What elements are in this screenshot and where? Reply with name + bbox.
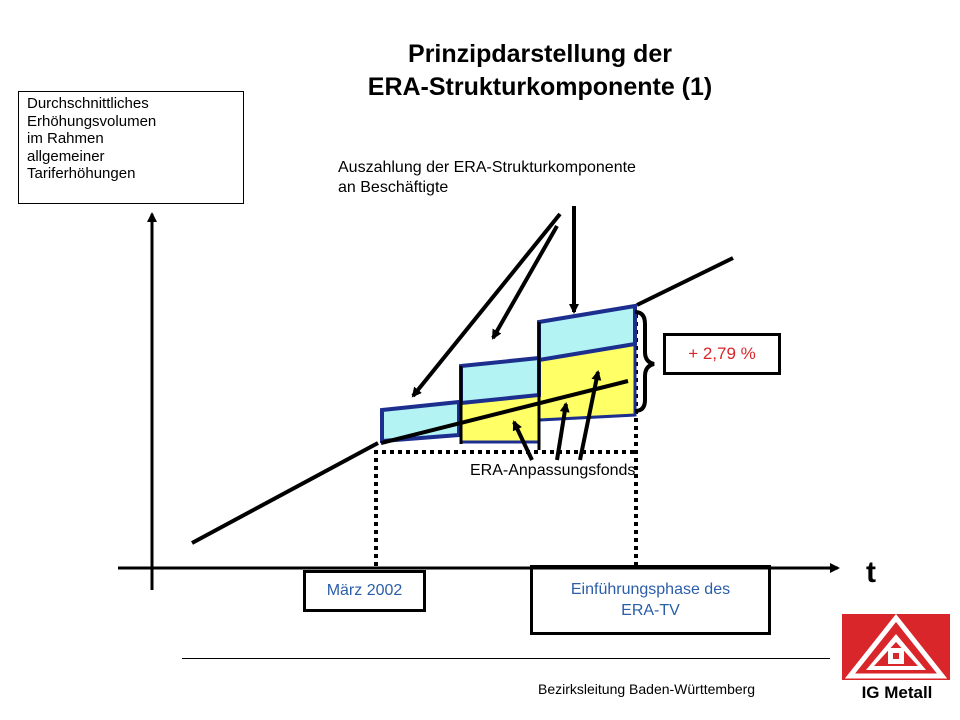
footer-divider (182, 658, 830, 659)
logo-text: IG Metall (861, 683, 933, 702)
ig-metall-logo-icon (842, 613, 950, 680)
start-date-label: März 2002 (326, 582, 403, 599)
trend-line-upper (636, 256, 734, 307)
title-line-2: ERA-Strukturkomponente (1) (367, 73, 713, 101)
page-title: Prinzipdarstellung der ERA-Strukturkompo… (250, 38, 830, 104)
fonds-arrow-3 (578, 370, 602, 461)
dotted-guide-start (374, 450, 636, 566)
y-axis-label-line: Erhöhungsvolumen (27, 112, 157, 130)
payout-arrow-2 (491, 225, 559, 340)
y-axis-label-line: im Rahmen (27, 130, 104, 147)
curly-brace (634, 310, 655, 413)
increase-value: + 2,79 % (688, 344, 756, 363)
y-axis-label-line: Tariferhöhungen (27, 165, 136, 182)
fonds-arrow-2 (555, 402, 570, 461)
fonds-arrow-1 (512, 420, 534, 461)
title-line-1: Prinzipdarstellung der (408, 40, 672, 68)
start-date-box: März 2002 (303, 570, 426, 612)
payout-block-1 (380, 399, 461, 444)
payout-label-line-1: Auszahlung der ERA-Strukturkomponente (338, 159, 636, 176)
y-axis-label-line: Durchschnittliches (27, 95, 149, 112)
y-axis-label-box: Durchschnittliches Erhöhungsvolumen im R… (18, 91, 244, 204)
payout-arrow-1 (411, 212, 562, 398)
payout-block-2 (459, 355, 541, 406)
increase-badge: + 2,79 % (663, 333, 781, 375)
y-axis-label-line: allgemeiner (27, 147, 105, 165)
footer-text: Bezirksleitung Baden-Württemberg (538, 681, 756, 697)
payout-label: Auszahlung der ERA-Strukturkomponente an… (338, 158, 636, 198)
fonds-label: ERA-Anpassungsfonds (470, 462, 636, 479)
phase-label-line-1: Einführungsphase des (570, 581, 731, 598)
phase-box: Einführungsphase des ERA-TV (530, 565, 771, 635)
inner-base-line (380, 379, 629, 445)
payout-label-line-2: an Beschäftigte (338, 179, 449, 196)
x-axis-label: t (866, 556, 876, 589)
trend-line-lower (191, 441, 379, 545)
phase-label-line-2: ERA-TV (621, 602, 680, 619)
